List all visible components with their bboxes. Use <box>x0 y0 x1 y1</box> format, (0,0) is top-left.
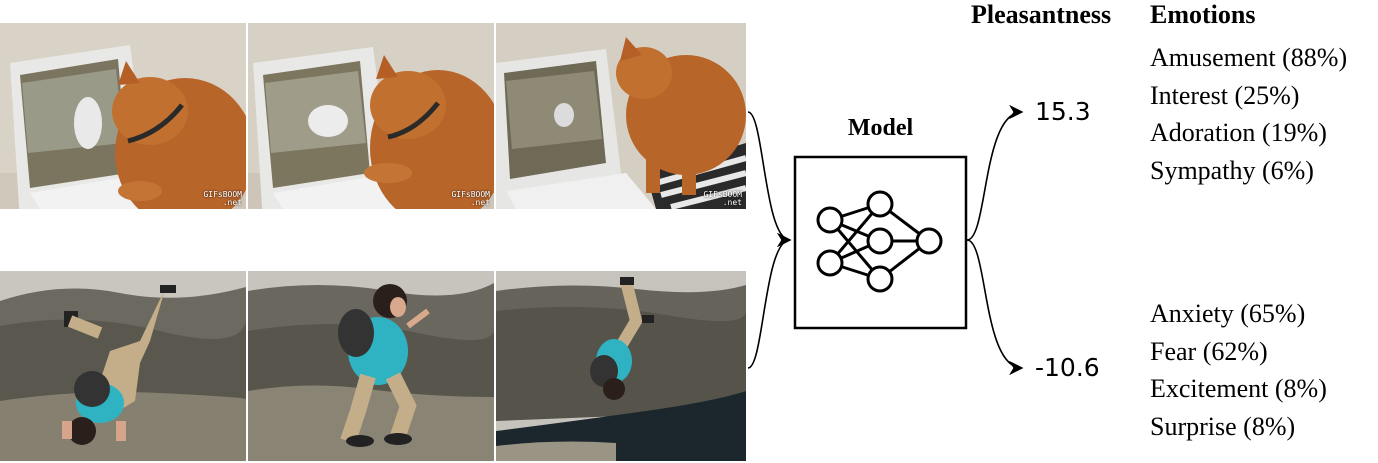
emotions-header: Emotions <box>1150 0 1256 29</box>
cat-frame-image <box>0 23 246 209</box>
cliff-frame-3 <box>496 271 746 461</box>
top-output-arrow <box>966 104 1024 241</box>
bottom-output-arrow <box>966 239 1024 376</box>
watermark: GIFsBOOM.net <box>203 190 242 207</box>
cat-frame-2: GIFsBOOM.net <box>248 23 494 209</box>
cat-frame-1: GIFsBOOM.net <box>0 23 246 209</box>
emotion-item: Fear (62%) <box>1150 336 1268 366</box>
pleasantness-score-top: 15.3 <box>1035 97 1091 126</box>
cliff-frame-1 <box>0 271 246 461</box>
bottom-input-connector <box>747 232 792 369</box>
cliff-frame-image <box>248 271 494 461</box>
emotion-item: Surprise (8%) <box>1150 411 1296 441</box>
cat-frame-image <box>248 23 494 209</box>
emotion-item: Sympathy (6%) <box>1150 155 1314 185</box>
emotion-item: Interest (25%) <box>1150 80 1300 110</box>
emotion-item: Adoration (19%) <box>1150 118 1327 147</box>
cliff-frame-2 <box>248 271 494 461</box>
watermark: GIFsBOOM.net <box>703 190 742 207</box>
cat-frame-image <box>496 23 746 209</box>
cat-frame-3: GIFsBOOM.net <box>496 23 746 209</box>
cliff-frame-image <box>496 271 746 461</box>
emotion-item: Excitement (8%) <box>1150 374 1327 403</box>
emotion-list-bottom: Anxiety (65%) Fear (62%) Excitement (8%)… <box>1150 295 1327 445</box>
pleasantness-header: Pleasantness <box>971 0 1112 29</box>
emotion-list-top: Amusement (88%) Interest (25%) Adoration… <box>1150 39 1347 189</box>
pleasantness-score-bottom: -10.6 <box>1035 353 1100 382</box>
emotion-item: Amusement (88%) <box>1150 43 1348 72</box>
emotion-item: Anxiety (65%) <box>1150 299 1306 328</box>
model-title: Model <box>847 115 914 141</box>
watermark: GIFsBOOM.net <box>451 190 490 207</box>
top-input-connector <box>747 111 792 248</box>
neural-network-icon <box>816 190 943 293</box>
cliff-frame-image <box>0 271 246 461</box>
